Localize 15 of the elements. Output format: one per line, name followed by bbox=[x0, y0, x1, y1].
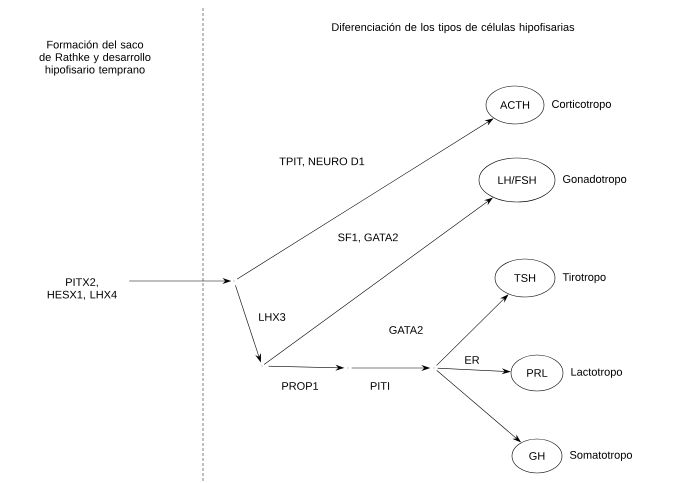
edge-label: TPIT, NEURO D1 bbox=[278, 156, 366, 168]
edge-label: PROP1 bbox=[280, 381, 320, 391]
cell-type-label: Corticotropo bbox=[552, 100, 611, 110]
edge-label: ER bbox=[463, 355, 481, 365]
section-heading: Formación del saco de Rathke y desarrollo hipofisario temprano bbox=[40, 40, 150, 76]
factor-text: PITX2, HESX1, LHX4 bbox=[48, 278, 117, 300]
edge-label: GATA2 bbox=[388, 325, 424, 335]
edge-label: LHX3 bbox=[257, 312, 287, 322]
edge-label: PITI bbox=[368, 381, 392, 391]
cell-type-label: Lactotropo bbox=[571, 368, 622, 378]
cell-type-label: Tirotropo bbox=[562, 272, 606, 284]
section-heading: Diferenciación de los tipos de células hipofisarias bbox=[332, 22, 574, 34]
edge-label: SF1, GATA2 bbox=[336, 232, 400, 244]
cell-type-label: Gonadotropo bbox=[563, 174, 626, 186]
cell-type-label: Somatotropo bbox=[570, 451, 632, 461]
